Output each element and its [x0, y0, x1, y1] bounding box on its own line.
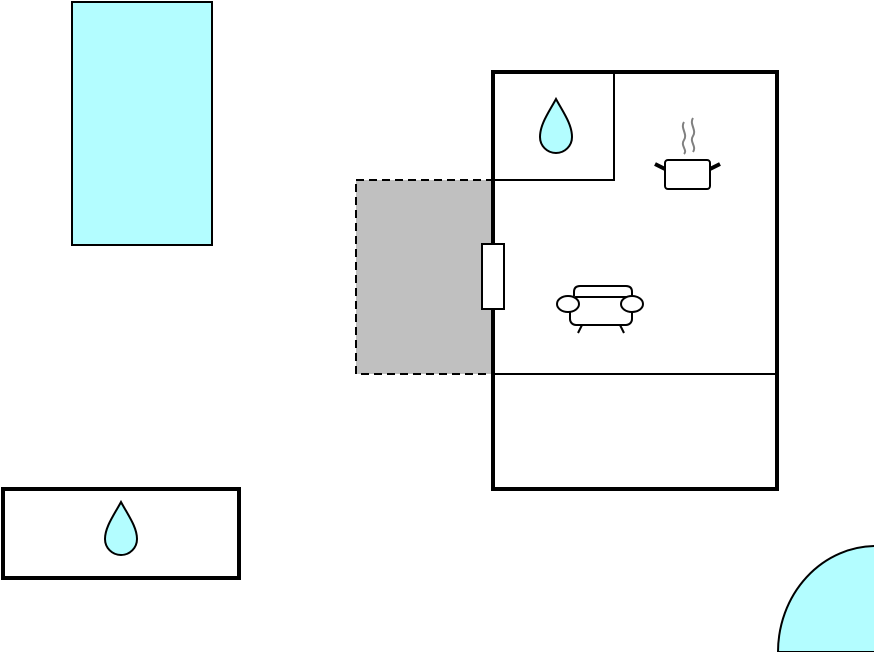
cooking-pot-icon: [654, 117, 721, 190]
water-drop-icon: [538, 96, 574, 154]
sofa-arm-left: [556, 295, 580, 313]
pot-handle-right: [709, 162, 721, 171]
sofa-leg: [577, 324, 583, 334]
sofa-arm-right: [620, 295, 644, 313]
west-door: [481, 243, 505, 310]
bathroom-room: [492, 71, 615, 181]
swimming-pool: [71, 1, 213, 246]
steam-line: [681, 121, 687, 155]
house-outline: [491, 70, 779, 491]
armchair-icon: [556, 285, 644, 334]
pot-body: [664, 159, 711, 190]
sofa-back: [573, 285, 633, 296]
quarter-circle-water-feature: [776, 545, 874, 652]
pot-handle-left: [654, 162, 666, 171]
sofa-leg: [619, 324, 625, 334]
terrace: [355, 179, 494, 375]
steam-line: [690, 117, 696, 153]
water-drop-icon: [103, 499, 139, 556]
